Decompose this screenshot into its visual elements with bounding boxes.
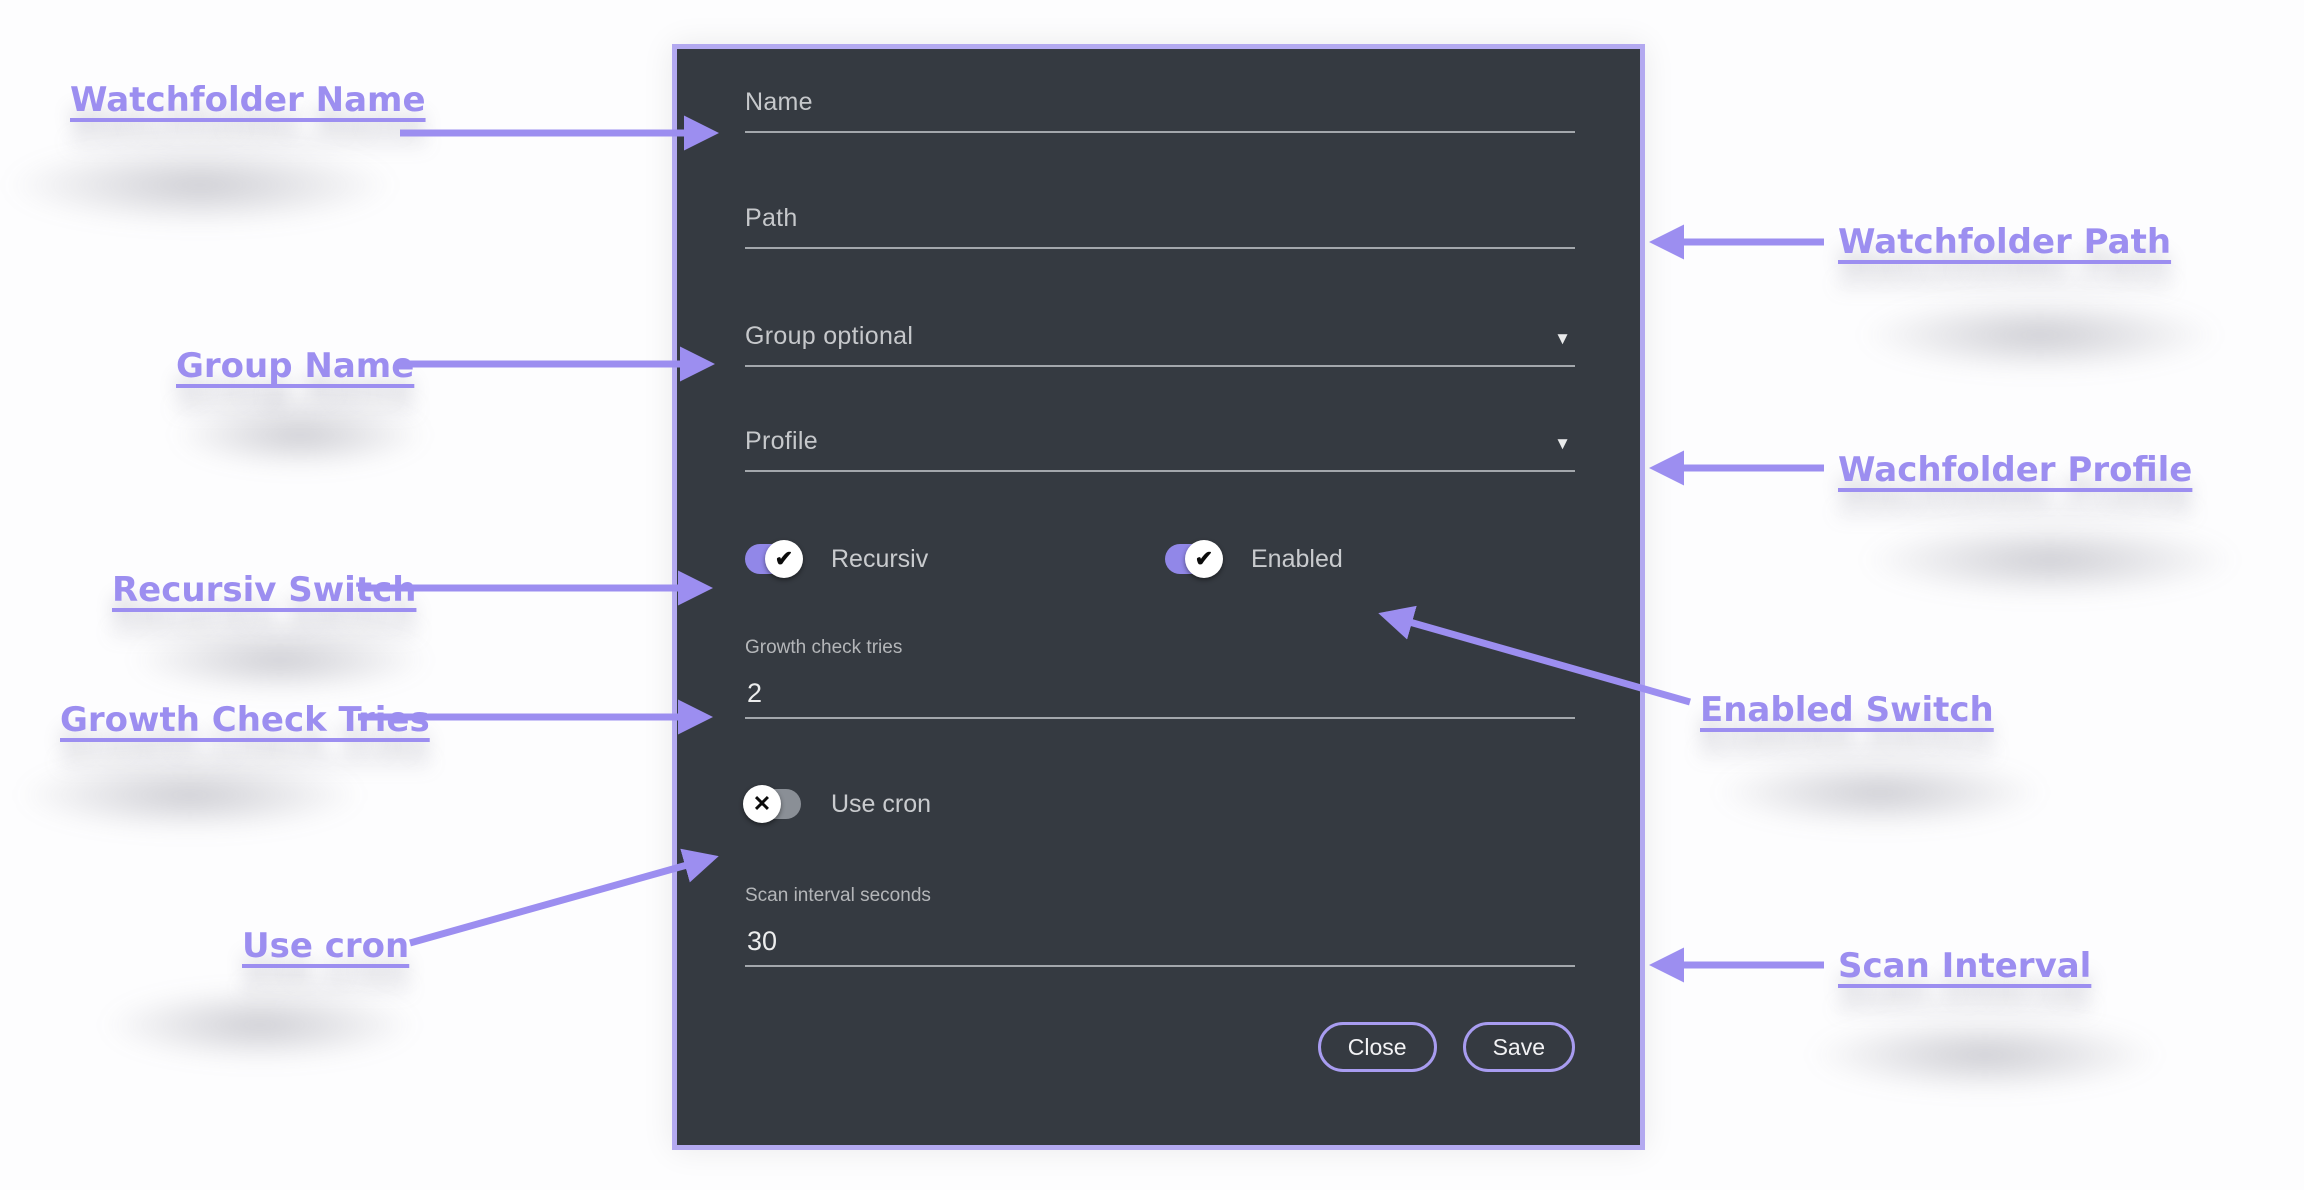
annotation-use-cron: Use cron [242, 926, 410, 966]
shadow-blob [1660, 745, 2100, 840]
check-glyph: ✔ [1194, 546, 1214, 571]
arrow-use-cron [409, 848, 719, 947]
annotation-recursiv-switch: Recursiv Switch [112, 570, 417, 610]
check-glyph: ✔ [774, 546, 794, 571]
shadow-blob [1800, 510, 2300, 610]
profile-select[interactable]: Profile ▼ [745, 427, 1575, 472]
check-icon: ✔ [1185, 540, 1223, 578]
annotation-growth-check-tries: Growth Check Tries [60, 700, 430, 740]
dropdown-caret-icon[interactable]: ▼ [1554, 329, 1571, 348]
group-select-label: Group optional [745, 322, 914, 350]
scan-interval-label: Scan interval seconds [745, 885, 931, 906]
scan-interval-input[interactable]: Scan interval seconds 30 [745, 885, 1575, 967]
save-button[interactable]: Save [1462, 1022, 1575, 1072]
use-cron-toggle-row: ✕ Use cron [743, 785, 932, 823]
shadow-blob [1750, 1005, 2220, 1105]
watchfolder-dialog: Name Path Group optional ▼ Profile ▼ ✔ R… [672, 44, 1645, 1150]
recursiv-switch[interactable]: ✔ [745, 540, 803, 578]
path-input[interactable]: Path [745, 204, 1575, 249]
shadow-blob [130, 390, 470, 480]
path-input-label: Path [745, 204, 798, 232]
group-select[interactable]: Group optional ▼ [745, 322, 1575, 367]
shadow-blob [0, 745, 420, 845]
recursiv-switch-label: Recursiv [831, 544, 929, 573]
enabled-toggle-row: ✔ Enabled [1165, 540, 1343, 578]
annotation-scan-interval: Scan Interval [1838, 946, 2092, 986]
close-button[interactable]: Close [1317, 1022, 1437, 1072]
annotation-watchfolder-path: Watchfolder Path [1838, 222, 2172, 262]
recursiv-toggle-row: ✔ Recursiv [745, 540, 928, 578]
annotation-enabled-switch: Enabled Switch [1700, 690, 1994, 730]
growth-check-tries-label: Growth check tries [745, 637, 903, 658]
growth-check-tries-value: 2 [747, 678, 763, 708]
use-cron-switch-label: Use cron [831, 789, 932, 818]
check-icon: ✔ [765, 540, 803, 578]
dialog-button-row: Close Save [1317, 1022, 1575, 1072]
name-input-label: Name [745, 88, 813, 116]
cross-icon: ✕ [743, 785, 781, 823]
enabled-switch-label: Enabled [1251, 544, 1343, 573]
use-cron-switch[interactable]: ✕ [743, 785, 801, 823]
shadow-blob [80, 615, 480, 705]
enabled-switch[interactable]: ✔ [1165, 540, 1223, 578]
shadow-blob [1800, 285, 2280, 385]
profile-select-label: Profile [745, 427, 818, 455]
growth-check-tries-input[interactable]: Growth check tries 2 [745, 637, 1575, 719]
shadow-blob [0, 130, 460, 240]
name-input[interactable]: Name [745, 88, 1575, 133]
scan-interval-value: 30 [747, 926, 778, 956]
shadow-blob [50, 975, 470, 1075]
dropdown-caret-icon[interactable]: ▼ [1554, 434, 1571, 453]
cross-glyph: ✕ [752, 791, 772, 816]
annotation-watchfolder-name: Watchfolder Name [70, 80, 426, 120]
annotation-group-name: Group Name [176, 346, 415, 386]
annotation-wachfolder-profile: Wachfolder Profile [1838, 450, 2193, 490]
